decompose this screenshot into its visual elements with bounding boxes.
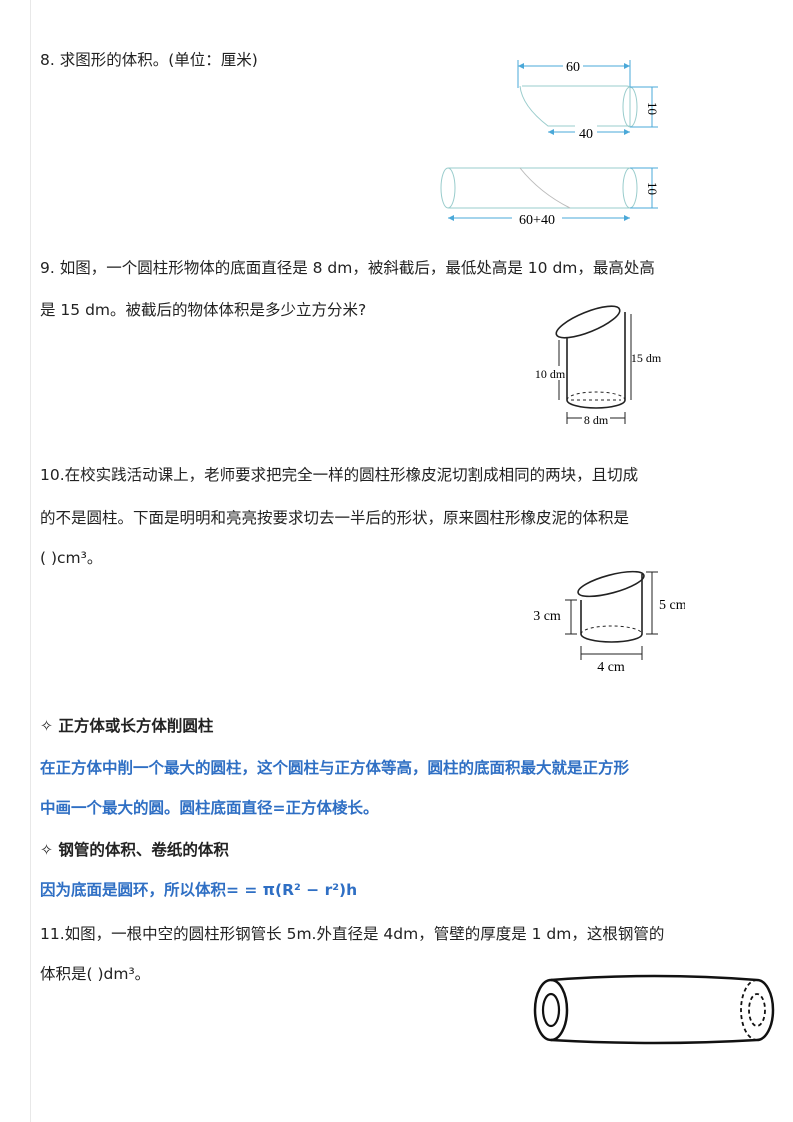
q11-pipe-figure [533, 974, 775, 1045]
q9-right-label: 15 dm [631, 351, 662, 365]
section1-title: ✧ 正方体或长方体削圆柱 [40, 717, 214, 735]
q10-line2: 的不是圆柱。下面是明明和亮亮按要求切去一半后的形状，原来圆柱形橡皮泥的体积是 [40, 509, 630, 527]
q8-top-h-label: 10 [645, 102, 660, 115]
q10-line1: 10.在校实践活动课上，老师要求把完全一样的圆柱形橡皮泥切割成相同的两块，且切成 [40, 466, 639, 484]
q10-line3: ( )cm³。 [40, 549, 103, 567]
q10-right-label: 5 cm [659, 598, 685, 613]
page-margin-line [30, 0, 31, 1122]
q9-left-label: 10 dm [535, 367, 566, 381]
q11-line1: 11.如图，一根中空的圆柱形钢管长 5m.外直径是 4dm，管壁的厚度是 1 d… [40, 925, 665, 943]
q8-bottom-h-label: 10 [645, 182, 660, 195]
q8-text: 8. 求图形的体积。(单位：厘米) [40, 51, 258, 69]
q10-bottom-label: 4 cm [597, 660, 625, 675]
q9-figure: 10 dm 15 dm 8 dm [535, 305, 662, 427]
q9-bottom-label: 8 dm [584, 413, 609, 427]
section2-formula: 因为底面是圆环，所以体积= = π(R² − r²)h [40, 881, 358, 899]
q9-line1: 9. 如图，一个圆柱形物体的底面直径是 8 dm，被斜截后，最低处高是 10 d… [40, 259, 655, 277]
section2-title: ✧ 钢管的体积、卷纸的体积 [40, 841, 229, 859]
q11-line2: 体积是( )dm³。 [40, 965, 151, 983]
section1-line2: 中画一个最大的圆。圆柱底面直径=正方体棱长。 [40, 799, 379, 817]
q8-figure: 60 10 40 10 60+40 [440, 59, 660, 228]
q8-bottom-len-label: 60+40 [519, 213, 555, 228]
q10-left-label: 3 cm [533, 609, 561, 624]
q8-top-low-label: 40 [579, 127, 593, 142]
q8-top-len-label: 60 [566, 60, 580, 75]
section1-line1: 在正方体中削一个最大的圆柱，这个圆柱与正方体等高，圆柱的底面积最大就是正方形 [40, 759, 630, 777]
q9-line2: 是 15 dm。被截后的物体体积是多少立方分米? [40, 301, 367, 319]
q10-figure: 3 cm 5 cm 4 cm [533, 570, 685, 675]
